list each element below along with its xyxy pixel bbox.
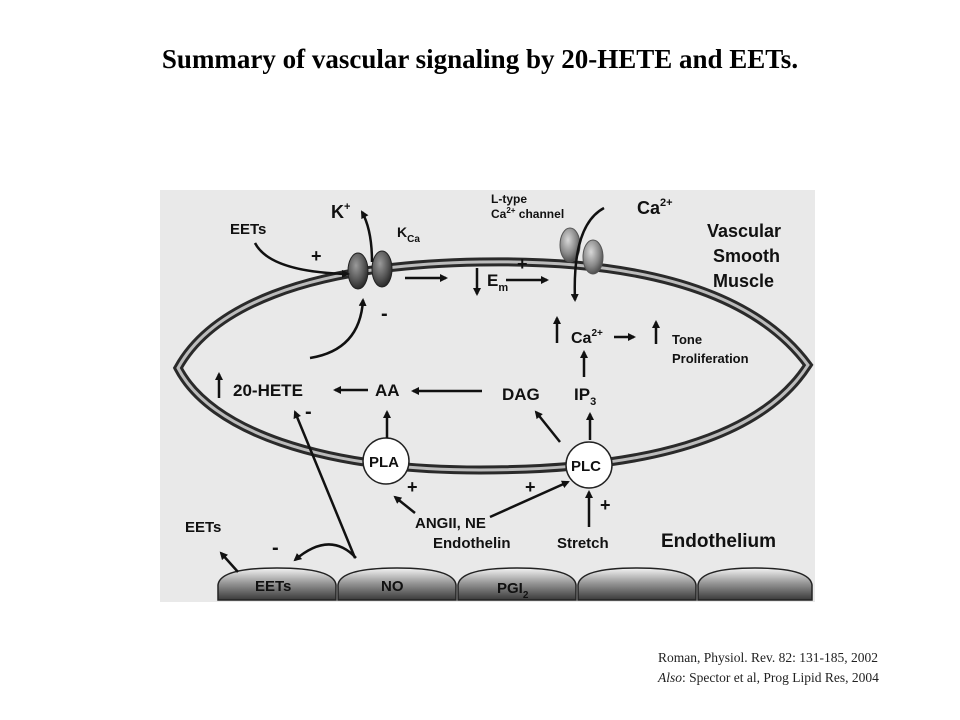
arrow-angii-to-pla xyxy=(393,495,416,514)
minus-no-label: - xyxy=(272,537,279,559)
stretch-label: Stretch xyxy=(557,535,609,552)
l-type-ca-channel-icon xyxy=(559,227,604,275)
cell-eets-label: EETs xyxy=(255,578,291,595)
kca-channel-icon xyxy=(347,250,393,290)
pla-label: PLA xyxy=(369,454,399,471)
plus-pla-label: + xyxy=(407,477,418,497)
proliferation-label: Proliferation xyxy=(672,351,749,366)
endothelial-cell-5 xyxy=(697,567,813,601)
plc-label: PLC xyxy=(571,458,601,475)
endothelium-label: Endothelium xyxy=(661,531,776,552)
arrow-k-efflux xyxy=(360,210,374,263)
cell-pgi2-label: PGI2 xyxy=(497,580,529,601)
ip3-label: IP3 xyxy=(574,385,596,408)
endothelin-label: Endothelin xyxy=(433,535,511,552)
eets-left-label: EETs xyxy=(185,519,221,536)
dag-label: DAG xyxy=(502,385,540,404)
arrow-no-inhibits-eets xyxy=(293,543,357,562)
eets-top-label: EETs xyxy=(230,221,266,238)
endothelial-cell-4 xyxy=(577,567,697,601)
arrow-hete-inhibits-kca xyxy=(309,298,367,360)
arrow-no-to-hete xyxy=(293,410,357,559)
vsm-label-line2: Smooth xyxy=(713,246,780,266)
tone-label: Tone xyxy=(672,332,702,347)
angii-label: ANGII, NE xyxy=(415,515,486,532)
arrow-eets-to-kca xyxy=(253,242,350,278)
vsm-label-line3: Muscle xyxy=(713,271,774,291)
plus-eets-label: + xyxy=(311,246,322,266)
cell-no-label: NO xyxy=(381,578,404,595)
vsm-label-line1: Vascular xyxy=(707,221,781,241)
citation-also: Also xyxy=(658,670,683,685)
plc-circle xyxy=(565,441,613,489)
citation-line2-text: : Spector et al, Prog Lipid Res, 2004 xyxy=(682,670,879,685)
arrow-angii-to-plc xyxy=(489,480,570,519)
em-label: Em xyxy=(487,271,508,294)
minus-hete-label: - xyxy=(381,303,388,325)
citation-line1: Roman, Physiol. Rev. 82: 131-185, 2002 xyxy=(658,650,879,665)
citation: Roman, Physiol. Rev. 82: 131-185, 2002 A… xyxy=(658,648,879,688)
slide-title: Summary of vascular signaling by 20-HETE… xyxy=(161,44,799,74)
citation-line2: Also: Spector et al, Prog Lipid Res, 200… xyxy=(658,668,879,688)
aa-label: AA xyxy=(375,381,400,400)
ca-mid-label: Ca2+ xyxy=(571,328,603,347)
plus-em-label: + xyxy=(517,254,528,274)
k-plus-label: K+ xyxy=(331,201,350,222)
endothelial-cell-eets xyxy=(217,567,337,601)
minus-hete2-label: - xyxy=(305,401,312,423)
endothelium-cells xyxy=(217,567,813,601)
hete-label: 20-HETE xyxy=(233,381,303,400)
ltype-line1: L-type xyxy=(491,192,527,206)
arrow-eets-release xyxy=(219,551,239,573)
kca-label: KCa xyxy=(397,224,420,245)
arrow-plc-to-dag xyxy=(534,410,561,443)
endothelial-cell-no xyxy=(337,567,457,601)
plus-plc-label: + xyxy=(525,477,536,497)
ltype-line2: Ca2+ channel xyxy=(491,206,564,221)
ca-top-label: Ca2+ xyxy=(637,197,673,218)
arrow-ca-influx xyxy=(570,206,605,302)
endothelial-cell-pgi2 xyxy=(457,567,577,601)
plus-stretch-label: + xyxy=(600,495,611,515)
